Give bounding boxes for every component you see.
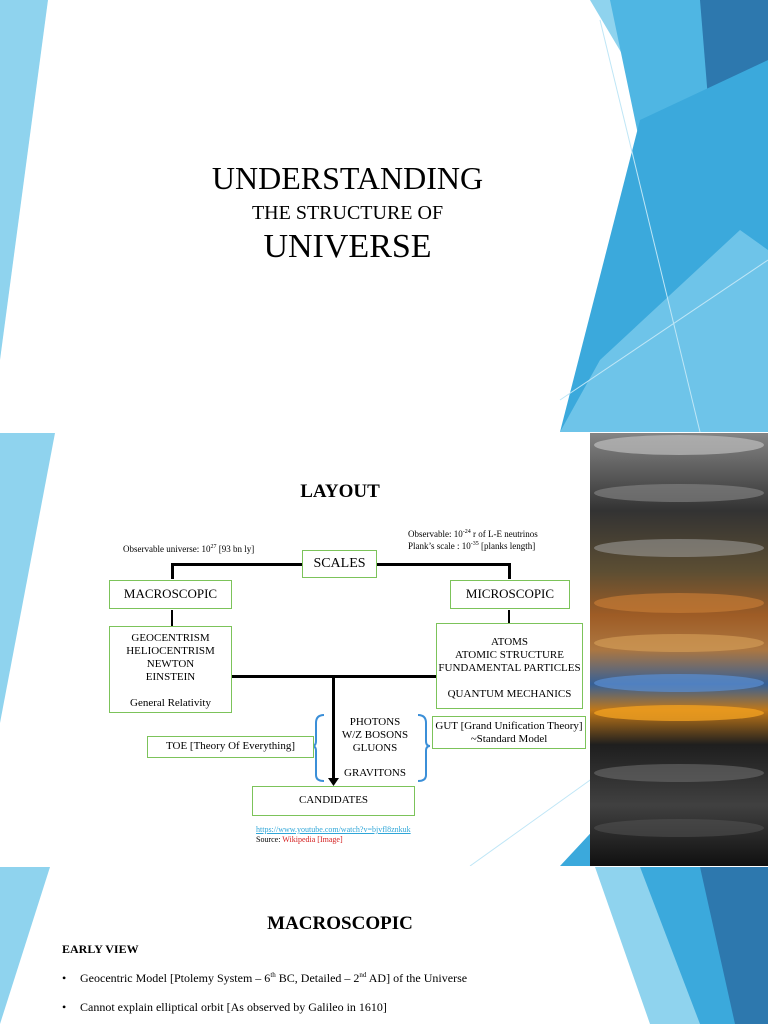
- micro-topics-box: ATOMS ATOMIC STRUCTURE FUNDAMENTAL PARTI…: [436, 623, 583, 709]
- arrow-down-icon: [328, 778, 339, 786]
- micro-topic: FUNDAMENTAL PARTICLES: [438, 662, 581, 674]
- macro-topic: EINSTEIN: [145, 671, 196, 683]
- micro-topic: ATOMIC STRUCTURE: [455, 649, 564, 661]
- force-carrier: GRAVITONS: [344, 767, 406, 779]
- layout-slide: LAYOUT Observable universe: 1027 [93 bn …: [0, 433, 768, 866]
- title-slide: UNDERSTANDING THE STRUCTURE OF UNIVERSE: [0, 0, 768, 432]
- scales-box: SCALES: [302, 550, 377, 578]
- spacer: [340, 755, 410, 767]
- decorative-shapes: [0, 0, 768, 432]
- macro-topics-box: GEOCENTRISM HELIOCENTRISM NEWTON EINSTEI…: [109, 626, 232, 713]
- planck-scale-note: Plank’s scale : 10-35 [planks length]: [408, 541, 536, 551]
- macro-topic: General Relativity: [130, 697, 211, 709]
- video-link[interactable]: https://www.youtube.com/watch?v=bjvfl8zn…: [256, 825, 411, 834]
- decorative-shapes: [0, 867, 768, 1024]
- macroscopic-heading: MACROSCOPIC: [267, 913, 413, 934]
- connector-to-micro: [508, 563, 511, 579]
- bullet-text: Cannot explain elliptical orbit [As obse…: [80, 1000, 387, 1014]
- title-structure-of: THE STRUCTURE OF: [251, 202, 444, 224]
- forces-brackets: [312, 714, 430, 782]
- macro-topic: NEWTON: [146, 658, 195, 670]
- connector-macro-down: [171, 610, 173, 626]
- connector-to-macro: [171, 563, 174, 579]
- source-link[interactable]: Wikipedia [Image]: [282, 835, 343, 844]
- layout-heading: LAYOUT: [300, 481, 380, 502]
- spacer: [437, 675, 582, 688]
- micro-topic: QUANTUM MECHANICS: [447, 688, 572, 700]
- toe-box: TOE [Theory Of Everything]: [147, 736, 314, 758]
- force-carriers-box: PHOTONS W/Z BOSONS GLUONS GRAVITONS: [339, 713, 411, 779]
- force-carrier: W/Z BOSONS: [341, 729, 409, 741]
- cosmic-history-image: [590, 433, 768, 866]
- bullet-text: Geocentric Model [Ptolemy System – 6th B…: [80, 971, 468, 985]
- spacer: [110, 684, 231, 697]
- macro-topic: HELIOCENTRISM: [126, 645, 215, 657]
- observable-universe-note: Observable universe: 1027 [93 bn ly]: [123, 544, 255, 554]
- early-view-subheading: EARLY VIEW: [62, 942, 139, 956]
- force-carrier: PHOTONS: [349, 716, 401, 728]
- connector-to-candidates: [332, 675, 335, 783]
- title-universe: UNIVERSE: [263, 228, 432, 265]
- title-understanding: UNDERSTANDING: [211, 160, 484, 196]
- force-carrier: GLUONS: [352, 742, 398, 754]
- bullet-dot: •: [62, 971, 67, 985]
- gut-box: GUT [Grand Unification Theory] ~Standard…: [432, 716, 586, 749]
- gut-line: ~Standard Model: [470, 733, 548, 745]
- connector-micro-down: [508, 610, 510, 626]
- source-credit: Source: Wikipedia [Image]: [256, 835, 343, 844]
- macro-topic: GEOCENTRISM: [131, 632, 210, 644]
- microscopic-box: MICROSCOPIC: [450, 580, 570, 609]
- candidates-box: CANDIDATES: [252, 786, 415, 816]
- bullet-dot: •: [62, 1000, 67, 1014]
- micro-topic: ATOMS: [490, 636, 529, 648]
- observable-neutrino-note: Observable: 10-24 r of L-E neutrinos: [408, 529, 538, 539]
- gut-line: GUT [Grand Unification Theory]: [435, 720, 583, 732]
- macroscopic-slide: MACROSCOPIC EARLY VIEW • Geocentric Mode…: [0, 867, 768, 1024]
- macroscopic-box: MACROSCOPIC: [109, 580, 232, 609]
